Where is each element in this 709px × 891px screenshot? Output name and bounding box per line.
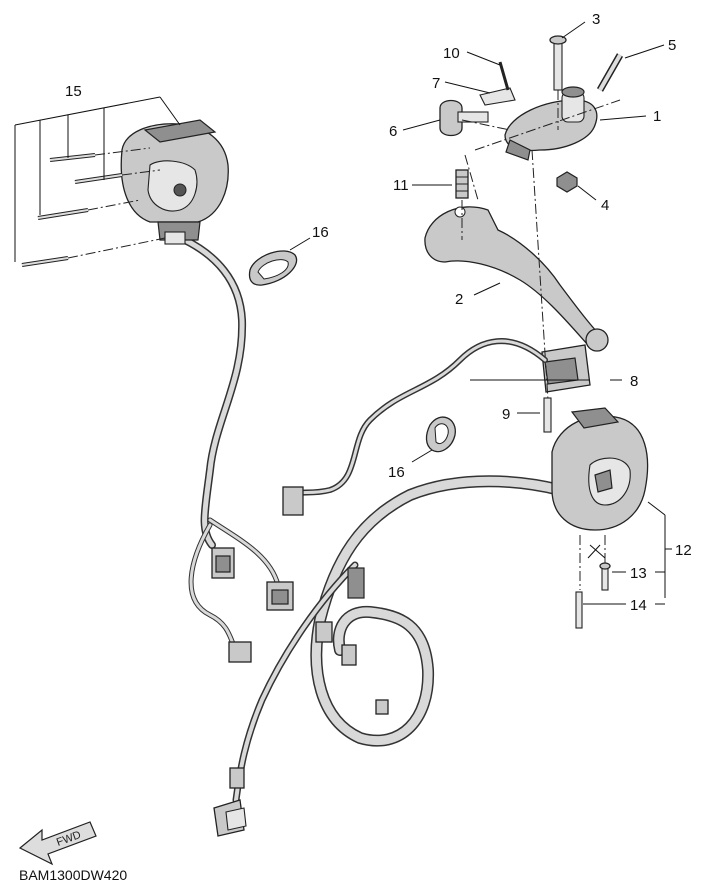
part-number-5: 5 (668, 37, 676, 54)
part-number-13: 13 (630, 565, 647, 582)
part-number-15: 15 (65, 83, 82, 100)
part-number-11: 11 (393, 177, 409, 194)
part-number-16-upper: 16 (312, 224, 329, 241)
part-number-16-lower: 16 (388, 464, 405, 481)
part-number-4: 4 (601, 197, 609, 214)
part-number-10: 10 (443, 45, 460, 62)
clutch-lever-holder (424, 35, 624, 433)
part-number-2: 2 (455, 291, 463, 308)
part-number-1: 1 (653, 108, 661, 125)
part-number-8: 8 (630, 373, 638, 390)
part-number-3: 3 (592, 11, 600, 28)
part-number-9: 9 (502, 406, 510, 423)
diagram-code: BAM1300DW420 (19, 867, 127, 883)
left-handlebar-switch (120, 119, 294, 663)
forward-direction-arrow: FWD (18, 821, 97, 866)
part-number-7: 7 (432, 75, 440, 92)
cable-band-16-upper (248, 237, 311, 286)
cable-band-16-lower (411, 416, 456, 463)
part-number-12: 12 (675, 542, 692, 559)
screw-set-15 (21, 147, 166, 267)
callout-bracket-15 (14, 96, 181, 262)
part-number-14: 14 (630, 597, 647, 614)
part-number-labels: 1 2 3 4 5 6 7 8 9 10 11 12 13 14 15 16 1… (65, 11, 692, 614)
right-handlebar-switch (213, 338, 649, 837)
leader-lines (402, 21, 672, 605)
part-number-6: 6 (389, 123, 397, 140)
